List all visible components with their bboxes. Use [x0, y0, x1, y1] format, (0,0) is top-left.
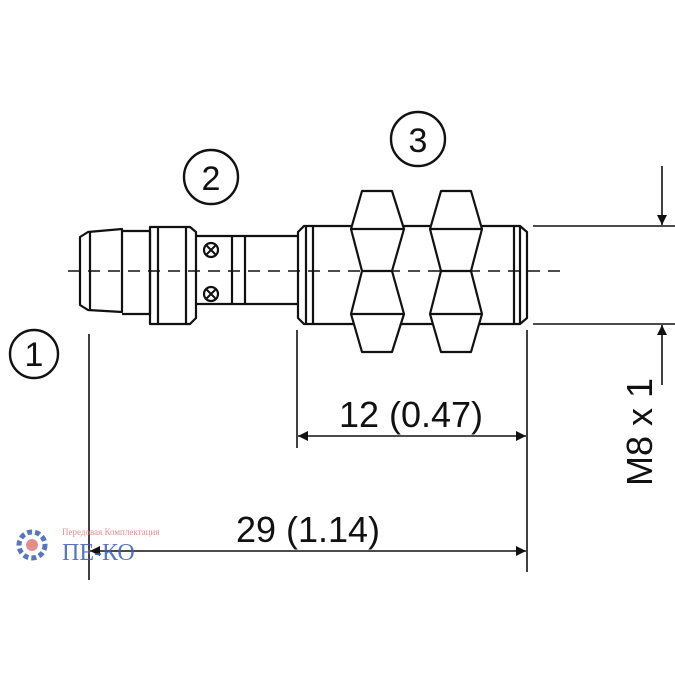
thread-spec-text: M8 x 1 [619, 378, 660, 486]
led-housing-body [148, 225, 198, 326]
callout-1: 1 [8, 328, 60, 380]
led-housing-ring [122, 229, 152, 316]
dim-thread-length-text: 12 (0.47) [339, 394, 483, 435]
dim-total-length-mm: 29 [236, 509, 276, 550]
dim-total-length-text: 29 (1.14) [236, 509, 380, 550]
watermark-logo: Передовая Комплектация ПЕ-КО [16, 527, 159, 566]
dim-total-length-in: (1.14) [286, 509, 380, 550]
dim-thread-length-mm: 12 [339, 394, 379, 435]
sensor-neck [245, 234, 298, 306]
led-housing-collar [196, 234, 247, 306]
led-indicator-top [202, 241, 220, 259]
sensor-end-cap [78, 227, 124, 314]
dim-thread-length-in: (0.47) [389, 394, 483, 435]
callout-2: 2 [182, 148, 240, 206]
led-indicator-bottom [202, 285, 220, 303]
gear-icon [16, 529, 48, 561]
callout-3: 3 [389, 110, 447, 168]
callout-2-label: 2 [202, 160, 221, 198]
threaded-body [296, 224, 529, 326]
callout-1-label: 1 [25, 336, 44, 374]
watermark-tagline: Передовая Комплектация [62, 527, 159, 537]
callout-3-label: 3 [409, 122, 428, 160]
watermark-brand: ПЕ-КО [62, 540, 135, 566]
